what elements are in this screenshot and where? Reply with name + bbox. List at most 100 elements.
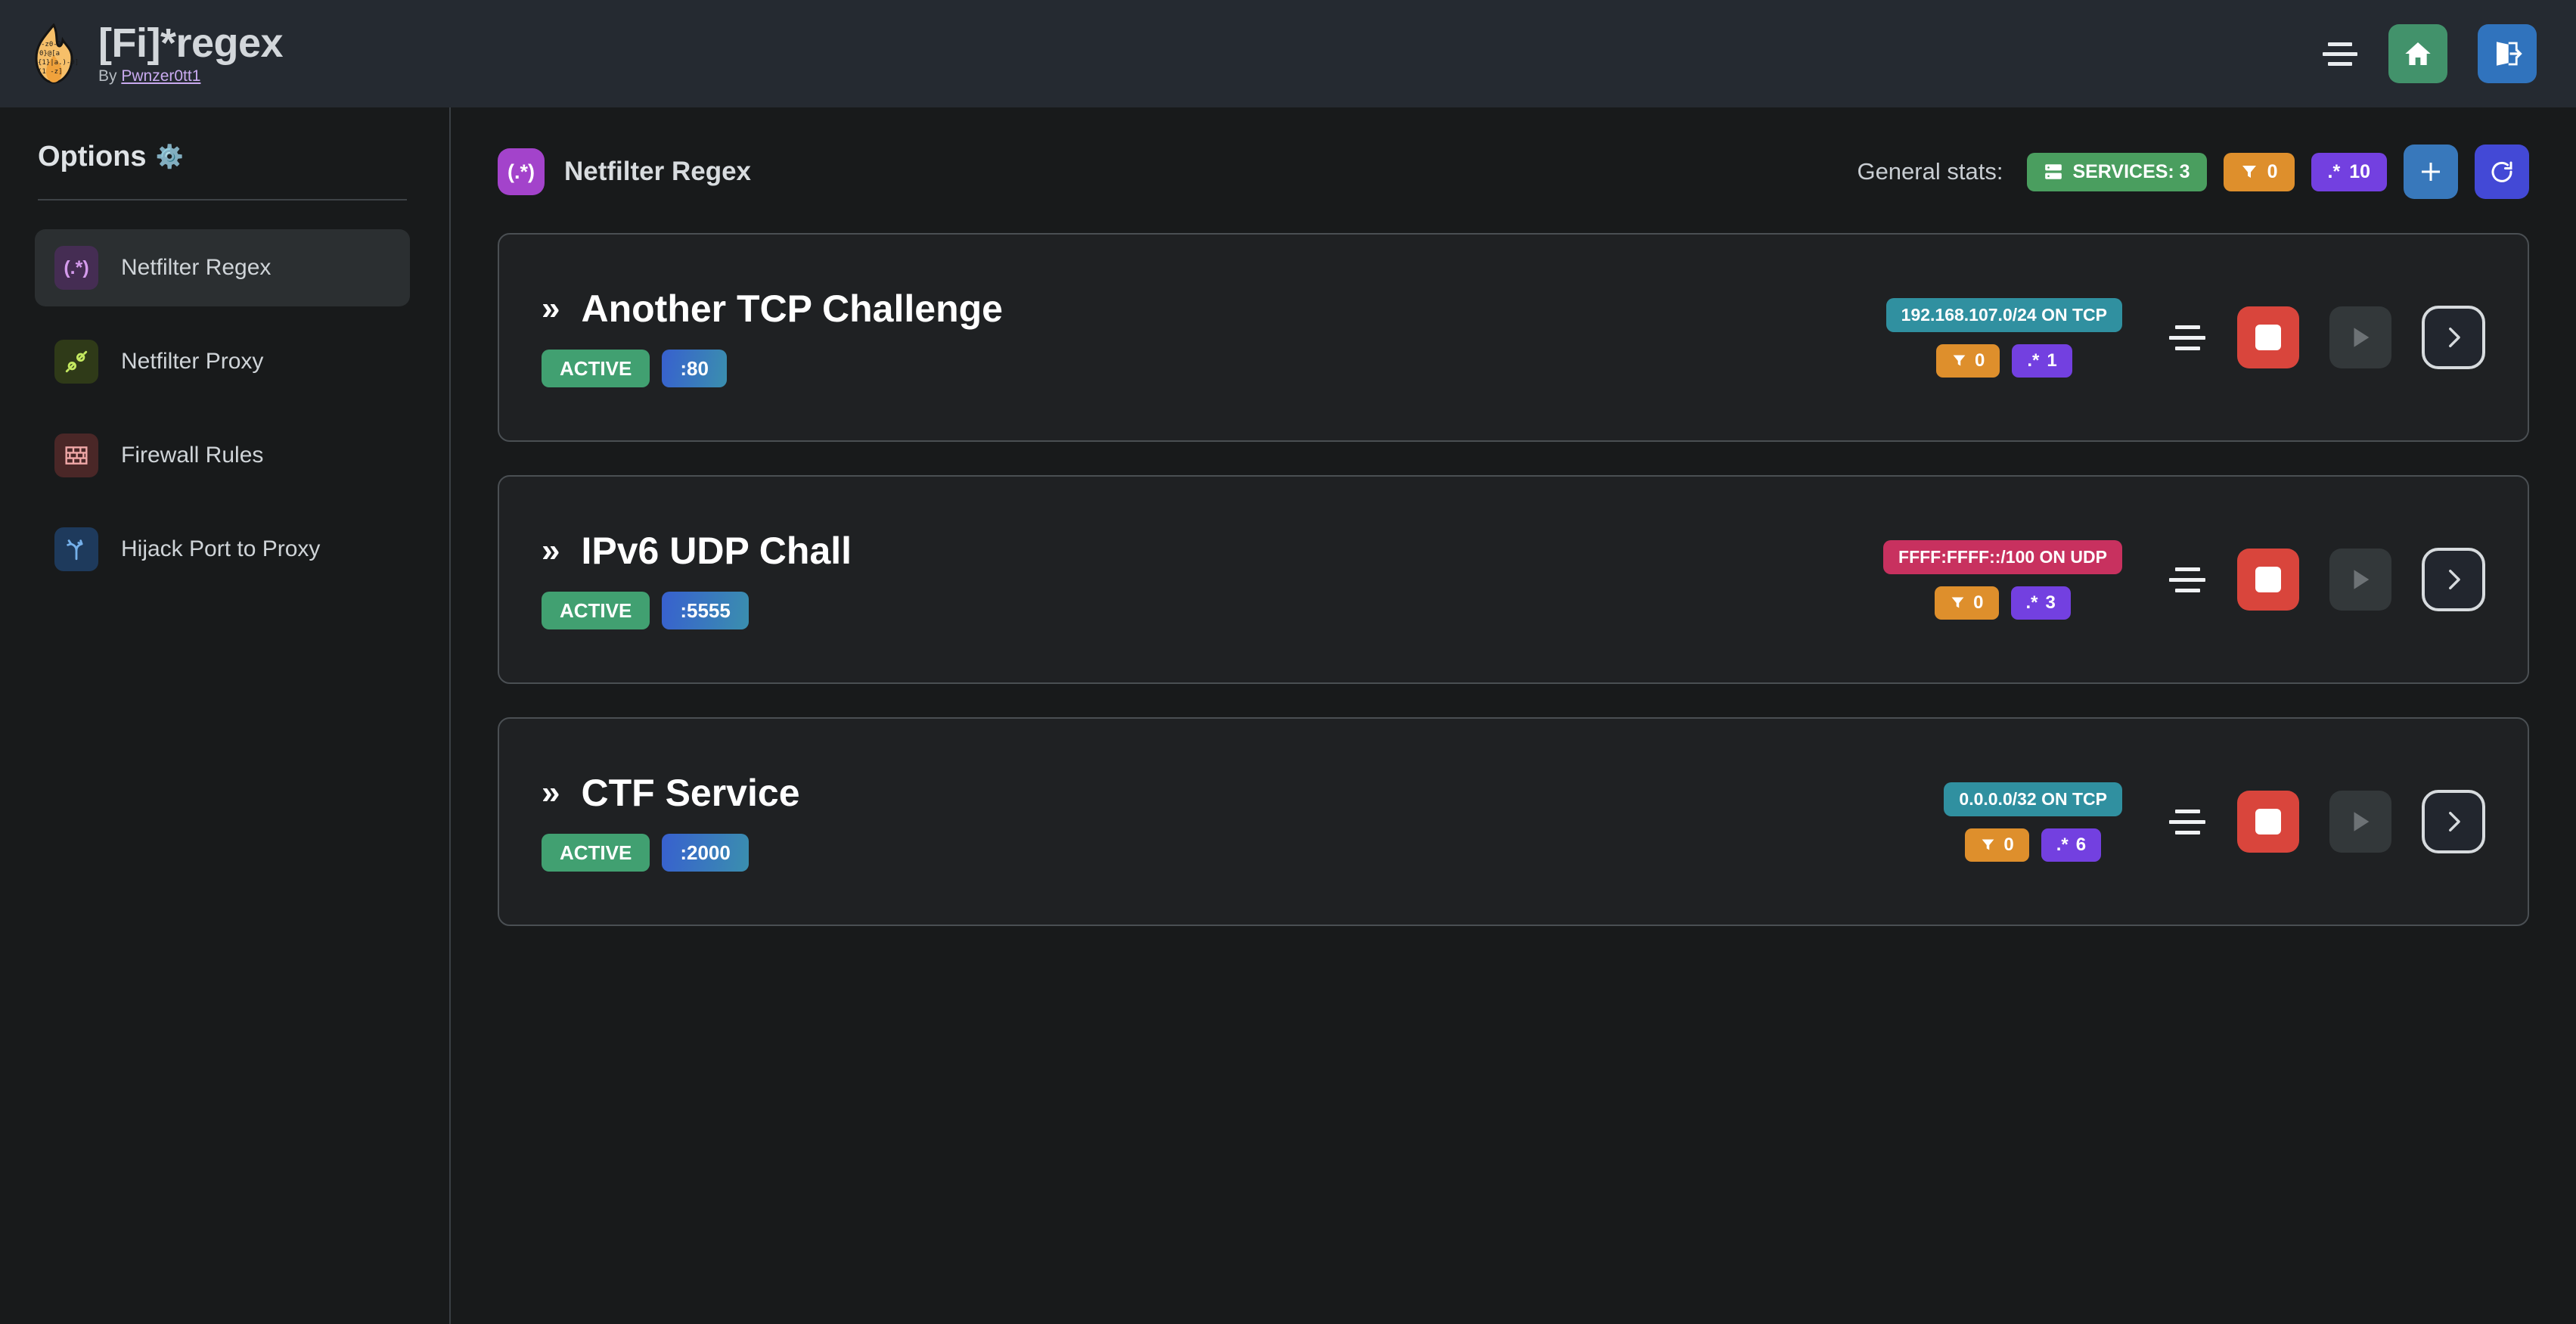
sidebar-item-label: Netfilter Proxy: [121, 349, 264, 374]
plug-icon: [54, 340, 98, 384]
refresh-icon: [2491, 161, 2512, 182]
network-badge: 0.0.0.0/32 ON TCP: [1944, 782, 2122, 816]
double-chevron-icon: »: [542, 289, 560, 327]
service-actions: [2168, 548, 2485, 611]
filter-icon: [1982, 839, 1994, 850]
sidebar-item-hijack-port-to-proxy[interactable]: Hijack Port to Proxy: [35, 511, 410, 588]
sidebar-heading: Options ⚙️: [35, 141, 410, 173]
play-button: [2329, 791, 2391, 853]
app-author: By Pwnzer0tt1: [98, 67, 283, 85]
top-bar: -z0-9 0}@[a {1}|a.)-9] (1 -z] [Fi]*regex…: [0, 0, 2576, 107]
chevron-right-icon: [2449, 569, 2460, 590]
service-title: » Another TCP Challenge: [542, 287, 1886, 330]
menu-lines-icon[interactable]: [2168, 321, 2207, 354]
regex-dot-star-icon: .*: [2025, 592, 2038, 613]
regex-dot-star-icon: .*: [2327, 160, 2341, 182]
services-count-label: SERVICES: 3: [2072, 160, 2190, 182]
stop-button[interactable]: [2237, 549, 2299, 611]
regex-count-badge: .* 3: [2010, 586, 2071, 620]
main-content: (.*) Netfilter Regex General stats: SERV…: [451, 107, 2576, 1324]
service-list: » Another TCP Challenge ACTIVE :80 192.1…: [498, 233, 2529, 926]
service-card[interactable]: » Another TCP Challenge ACTIVE :80 192.1…: [498, 233, 2529, 442]
service-detail-button[interactable]: [2422, 306, 2485, 369]
status-badge: ACTIVE: [542, 591, 650, 629]
port-badge: :5555: [662, 591, 749, 629]
service-card[interactable]: » IPv6 UDP Chall ACTIVE :5555 FFFF:FFFF:…: [498, 475, 2529, 684]
logout-button[interactable]: [2478, 24, 2537, 83]
menu-lines-icon[interactable]: [2322, 39, 2358, 69]
regex-count-label: 6: [2075, 834, 2087, 855]
stop-button[interactable]: [2237, 791, 2299, 853]
service-name: IPv6 UDP Chall: [581, 529, 852, 572]
status-badge-filters: 0: [2223, 152, 2295, 191]
service-detail-button[interactable]: [2422, 548, 2485, 611]
flame-regex-logo: -z0-9 0}@[a {1}|a.)-9] (1 -z]: [35, 23, 79, 84]
page-title: Netfilter Regex: [564, 157, 752, 186]
regex-dot-star-icon: .*: [2027, 350, 2040, 371]
filter-icon: [1953, 355, 1966, 366]
filter-count-label: 0: [2003, 834, 2014, 855]
play-icon: [2354, 812, 2370, 831]
regex-icon: (.*): [54, 246, 98, 290]
sidebar-divider: [38, 199, 407, 200]
sidebar-item-netfilter-proxy[interactable]: Netfilter Proxy: [35, 323, 410, 400]
page-regex-icon-glyph: (.*): [507, 160, 535, 183]
svg-text:(1 -z]: (1 -z]: [38, 68, 63, 76]
service-info: » Another TCP Challenge ACTIVE :80: [542, 287, 1886, 387]
regex-icon-glyph: (.*): [64, 256, 89, 278]
main-header: (.*) Netfilter Regex General stats: SERV…: [498, 141, 2529, 203]
app-title: [Fi]*regex: [98, 20, 284, 66]
service-network-stats: FFFF:FFFF::/100 ON UDP 0 .* 3: [1883, 539, 2122, 620]
service-title: » IPv6 UDP Chall: [542, 530, 1883, 572]
filter-count-badge: 0: [1965, 828, 2029, 862]
svg-text:0}@[a: 0}@[a: [39, 50, 60, 57]
sidebar-item-netfilter-regex[interactable]: (.*) Netfilter Regex: [35, 229, 410, 306]
filter-count-badge: 0: [1935, 343, 2000, 378]
service-actions: [2168, 790, 2485, 853]
filter-count-label: 0: [1974, 350, 1985, 371]
regex-dot-star-icon: .*: [2056, 834, 2069, 855]
home-button[interactable]: [2388, 24, 2447, 83]
service-detail-button[interactable]: [2422, 790, 2485, 853]
filter-count-badge: 0: [1935, 586, 1999, 620]
stop-button[interactable]: [2237, 306, 2299, 368]
play-button: [2329, 306, 2391, 368]
regexes-count-label: 10: [2349, 160, 2370, 182]
sidebar-item-label: Hijack Port to Proxy: [121, 536, 321, 561]
regex-count-badge: .* 6: [2041, 828, 2102, 862]
plus-icon: [2422, 163, 2440, 181]
stop-icon: [2255, 325, 2281, 350]
service-badges: ACTIVE :5555: [542, 591, 1883, 629]
gear-icon: ⚙️: [155, 144, 184, 169]
play-icon: [2354, 570, 2370, 589]
status-badge: ACTIVE: [542, 349, 650, 387]
sidebar-item-label: Firewall Rules: [121, 443, 264, 468]
service-card[interactable]: » CTF Service ACTIVE :2000 0.0.0.0/32 ON…: [498, 717, 2529, 926]
service-counters: 0 .* 1: [1935, 343, 2072, 378]
network-badge: FFFF:FFFF::/100 ON UDP: [1883, 539, 2122, 574]
brick-wall-icon: [54, 434, 98, 477]
refresh-button[interactable]: [2475, 145, 2529, 199]
menu-lines-icon[interactable]: [2168, 563, 2207, 596]
filter-count-label: 0: [1973, 592, 1984, 613]
status-badge-services: SERVICES: 3: [2027, 152, 2207, 191]
logout-icon: [2497, 42, 2522, 66]
author-link[interactable]: Pwnzer0tt1: [121, 67, 201, 85]
menu-lines-icon[interactable]: [2168, 805, 2207, 838]
sidebar-item-label: Netfilter Regex: [121, 255, 272, 280]
play-button: [2329, 549, 2391, 611]
add-service-button[interactable]: [2404, 145, 2458, 199]
page-regex-icon: (.*): [498, 148, 545, 195]
service-name: CTF Service: [581, 771, 800, 814]
service-badges: ACTIVE :2000: [542, 833, 1944, 872]
svg-text:{1}|a.)-9]: {1}|a.)-9]: [38, 59, 79, 67]
regex-count-label: 1: [2047, 350, 2057, 371]
general-stats-label: General stats:: [1857, 158, 2003, 185]
sidebar-heading-label: Options: [38, 141, 147, 172]
sidebar-item-firewall-rules[interactable]: Firewall Rules: [35, 417, 410, 494]
chevron-right-icon: [2449, 327, 2460, 348]
filters-count-label: 0: [2267, 160, 2278, 182]
svg-text:-z0-9: -z0-9: [41, 41, 61, 48]
filter-icon: [2242, 166, 2256, 178]
service-info: » IPv6 UDP Chall ACTIVE :5555: [542, 530, 1883, 629]
